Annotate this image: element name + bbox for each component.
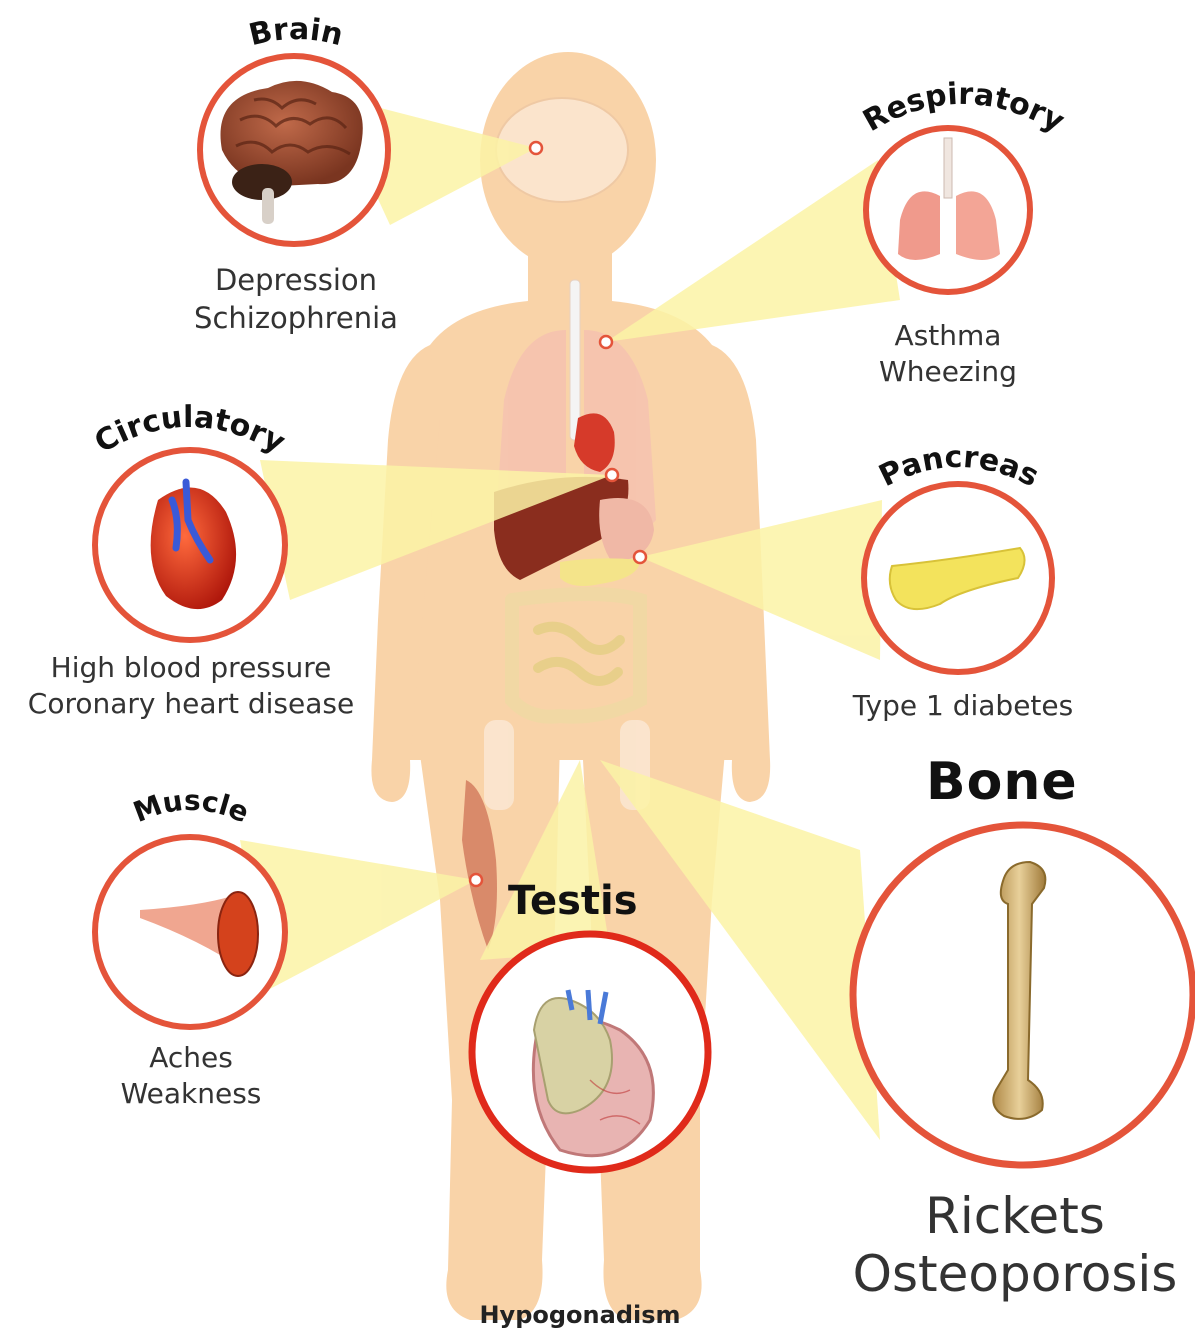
brain-conditions: Depression Schizophrenia bbox=[186, 262, 406, 337]
testis-title: Testis bbox=[508, 878, 638, 924]
pancreas-condition-1: Type 1 diabetes bbox=[832, 688, 1094, 724]
bone-condition-2: Osteoporosis bbox=[840, 1246, 1190, 1304]
trachea bbox=[570, 280, 580, 440]
muscle-condition-1: Aches bbox=[96, 1040, 286, 1076]
respiratory-condition-1: Asthma bbox=[858, 318, 1038, 354]
respiratory-condition-2: Wheezing bbox=[858, 354, 1038, 390]
testis-condition-1: Hypogonadism bbox=[440, 1300, 720, 1331]
respiratory-conditions: Asthma Wheezing bbox=[858, 318, 1038, 391]
bone-title: Bone bbox=[926, 752, 1078, 812]
testis-conditions: Hypogonadism bbox=[440, 1300, 720, 1331]
muscle-title: Muscle bbox=[129, 784, 254, 830]
brain-condition-1: Depression bbox=[186, 262, 406, 300]
bone-conditions: Rickets Osteoporosis bbox=[840, 1188, 1190, 1303]
circulatory-condition-2: Coronary heart disease bbox=[6, 686, 376, 722]
muscle-conditions: Aches Weakness bbox=[96, 1040, 286, 1113]
brain-condition-2: Schizophrenia bbox=[186, 300, 406, 338]
muscle-condition-2: Weakness bbox=[96, 1076, 286, 1112]
bone-condition-1: Rickets bbox=[840, 1188, 1190, 1246]
pancreas-conditions: Type 1 diabetes bbox=[832, 688, 1094, 724]
circulatory-conditions: High blood pressure Coronary heart disea… bbox=[6, 650, 376, 723]
circulatory-condition-1: High blood pressure bbox=[6, 650, 376, 686]
brain-title: Brain bbox=[246, 12, 347, 53]
